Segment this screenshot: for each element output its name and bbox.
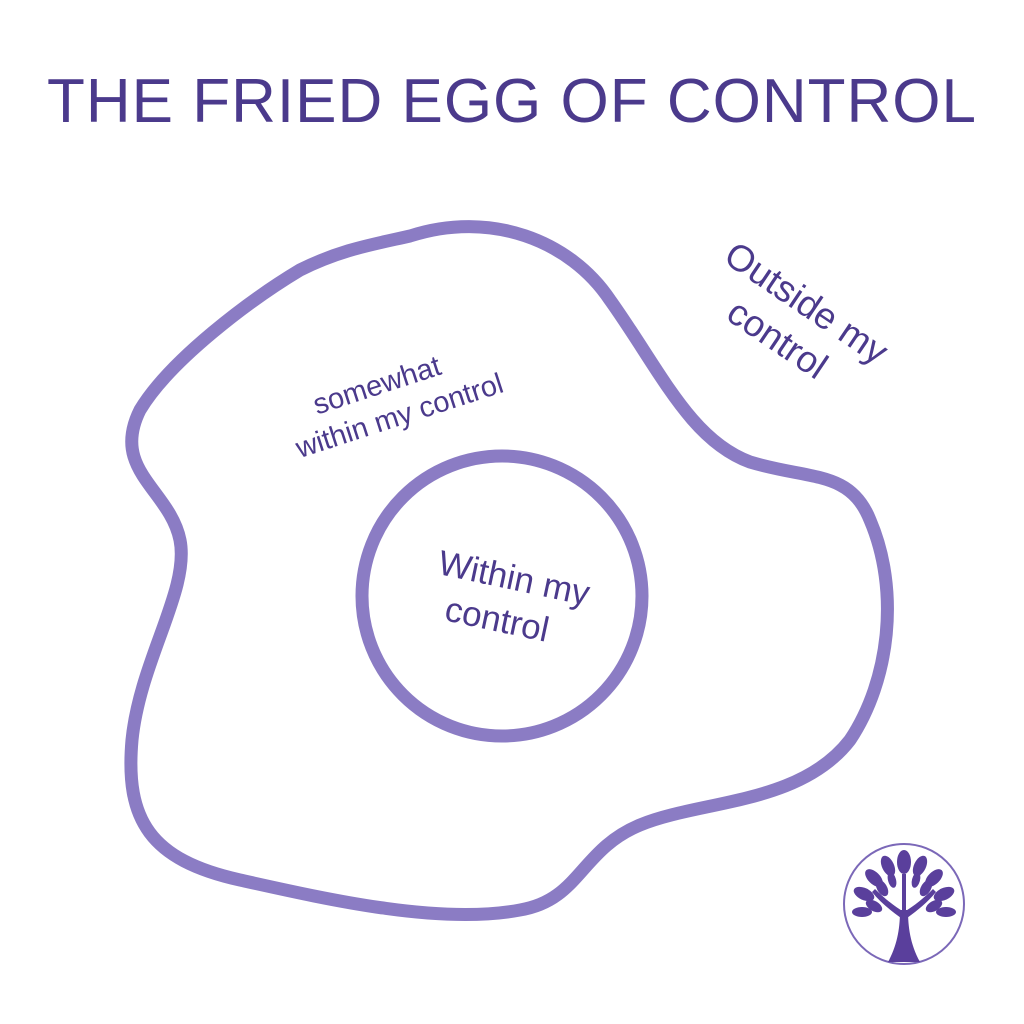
outside-label-group: Outside my control [717, 234, 895, 387]
tree-of-life-icon [843, 843, 965, 965]
page-title: THE FRIED EGG OF CONTROL [47, 67, 977, 136]
egg-white-outline [124, 220, 894, 922]
within-label-group: Within my control [435, 543, 594, 649]
somewhat-label-group: somewhat within my control [291, 350, 507, 465]
egg-yolk-outline [355, 449, 649, 743]
